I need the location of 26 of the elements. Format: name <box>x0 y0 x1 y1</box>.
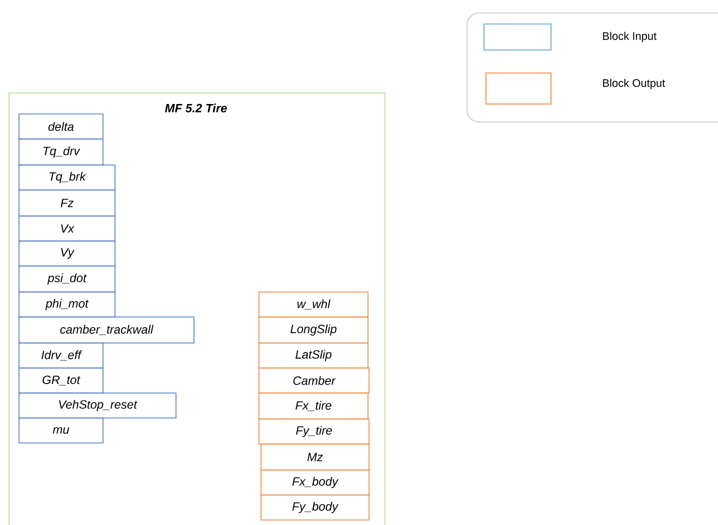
block-frame <box>8 92 386 525</box>
input-block: camber_trackwall <box>18 316 194 344</box>
output-block: w_whl <box>258 292 368 318</box>
input-block: Fz <box>18 190 116 216</box>
output-block: Fy_tire <box>258 418 370 444</box>
output-block: LongSlip <box>258 316 368 344</box>
output-block: Fx_body <box>260 470 370 496</box>
output-block: LatSlip <box>258 342 368 368</box>
input-block: Idrv_eff <box>18 342 104 368</box>
input-block: VehStop_reset <box>18 392 176 418</box>
input-block: Tq_brk <box>18 164 116 190</box>
legend-label: Block Input <box>603 32 657 42</box>
block-title: MF 5.2 Tire <box>164 104 227 112</box>
input-block: Vy <box>18 240 116 266</box>
output-block: Fx_tire <box>258 392 368 420</box>
legend-label: Block Output <box>603 78 666 90</box>
output-block: Camber <box>258 368 370 394</box>
input-block: phi_mot <box>18 292 116 318</box>
input-block: GR_tot <box>18 368 104 394</box>
output-block: Fy_body <box>260 494 370 520</box>
input-block: Tq_drv <box>18 138 104 166</box>
input-block: delta <box>18 114 104 140</box>
output-block: Mz <box>260 444 370 470</box>
input-block: psi_dot <box>18 266 116 292</box>
input-block: Vx <box>18 216 116 242</box>
input-block: mu <box>18 418 104 444</box>
